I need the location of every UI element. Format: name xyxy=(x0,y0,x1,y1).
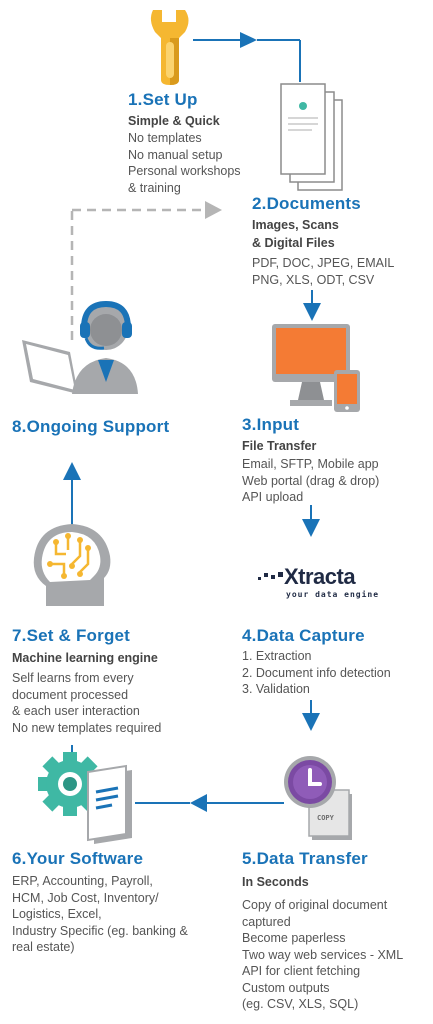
step-3-details: Email, SFTP, Mobile app Web portal (drag… xyxy=(242,456,379,506)
step-3-line: Web portal (drag & drop) xyxy=(242,473,380,488)
dashed-support-to-documents xyxy=(70,201,222,340)
xtracta-logo: Xtracta your data engine xyxy=(256,564,386,606)
step-5-subtitle: In Seconds xyxy=(242,875,309,889)
step-8-title: 8.Ongoing Support xyxy=(12,417,170,436)
step-5-line: API for client fetching xyxy=(242,964,361,978)
step-5-line: Become paperless xyxy=(242,931,346,945)
step-7-line: & each user interaction xyxy=(12,704,140,718)
step-5-line: captured xyxy=(242,914,291,929)
step-3-line: API upload xyxy=(242,490,304,504)
step-1-line: No manual setup xyxy=(128,147,223,162)
step-1-details: No templates No manual setup Personal wo… xyxy=(128,130,241,196)
gear-icon xyxy=(38,752,102,816)
step-5-title: 5.Data Transfer xyxy=(242,849,368,868)
arrow-documents-to-input xyxy=(303,290,321,321)
step-7-line: No new templates required xyxy=(12,720,162,735)
step-2-line: PNG, XLS, ODT, CSV xyxy=(252,272,375,287)
arrow-capture-to-transfer xyxy=(302,700,320,731)
step-5-line: Copy of original document xyxy=(242,898,388,912)
clock-copy-icon: COPY xyxy=(284,756,352,840)
step-4-details: 1. Extraction 2. Document info detection… xyxy=(242,648,391,698)
step-2-details: PDF, DOC, JPEG, EMAIL PNG, XLS, ODT, CSV xyxy=(252,255,394,288)
step-6-details: ERP, Accounting, Payroll, HCM, Job Cost,… xyxy=(12,873,188,956)
step-1-subtitle: Simple & Quick xyxy=(128,114,220,128)
step-5-line: Two way web services - XML xyxy=(242,947,404,962)
step-1-line: & training xyxy=(128,180,181,195)
step-1-line: Personal workshops xyxy=(128,164,241,178)
step-3-line: Email, SFTP, Mobile app xyxy=(242,457,379,471)
step-7-subtitle: Machine learning engine xyxy=(12,651,158,665)
step-4-line: 2. Document info detection xyxy=(242,665,391,680)
copy-stamp: COPY xyxy=(317,814,335,822)
wrench-icon xyxy=(150,10,189,85)
step-2-subtitle-1: Images, Scans xyxy=(252,218,339,232)
logo-tagline: your data engine xyxy=(286,590,380,599)
documents-icon xyxy=(280,83,343,191)
step-6-line: HCM, Job Cost, Inventory/ xyxy=(12,890,159,905)
step-5-details: Copy of original document captured Becom… xyxy=(242,897,403,1013)
step-6-line: Logistics, Excel, xyxy=(12,907,102,921)
brain-icon xyxy=(33,524,111,606)
step-6-title: 6.Your Software xyxy=(12,849,144,868)
step-2-title: 2.Documents xyxy=(252,194,361,213)
step-4-line: 1. Extraction xyxy=(242,649,312,663)
step-3-subtitle: File Transfer xyxy=(242,439,317,453)
step-6-line: ERP, Accounting, Payroll, xyxy=(12,874,153,888)
step-4-line: 3. Validation xyxy=(242,682,310,696)
software-document-icon xyxy=(87,764,132,844)
step-1-line: No templates xyxy=(128,131,202,145)
step-5-line: Custom outputs xyxy=(242,980,330,995)
step-7-title: 7.Set & Forget xyxy=(12,626,131,645)
step-4-title: 4.Data Capture xyxy=(242,626,365,645)
gear-document-icon xyxy=(38,752,132,844)
step-7-line: document processed xyxy=(12,687,129,702)
support-agent-icon xyxy=(22,300,138,394)
step-7-details: Self learns from every document processe… xyxy=(12,670,161,736)
arrow-transfer-to-software xyxy=(135,794,284,812)
step-6-line: Industry Specific (eg. banking & xyxy=(12,923,188,938)
arrow-setup-to-documents xyxy=(193,32,301,82)
step-5-line: (eg. CSV, XLS, SQL) xyxy=(242,997,359,1011)
step-3-title: 3.Input xyxy=(242,415,300,434)
step-2-line: PDF, DOC, JPEG, EMAIL xyxy=(252,256,395,270)
step-1-title: 1.Set Up xyxy=(128,90,198,109)
devices-icon xyxy=(272,324,360,412)
arrow-input-to-capture xyxy=(302,505,320,537)
arrow-brain-to-support xyxy=(63,462,81,530)
logo-dots-icon xyxy=(258,572,283,580)
step-2-subtitle-2: & Digital Files xyxy=(252,236,335,250)
step-7-line: Self learns from every xyxy=(12,671,134,685)
step-6-line: real estate) xyxy=(12,940,75,954)
logo-name: Xtracta xyxy=(284,564,356,589)
